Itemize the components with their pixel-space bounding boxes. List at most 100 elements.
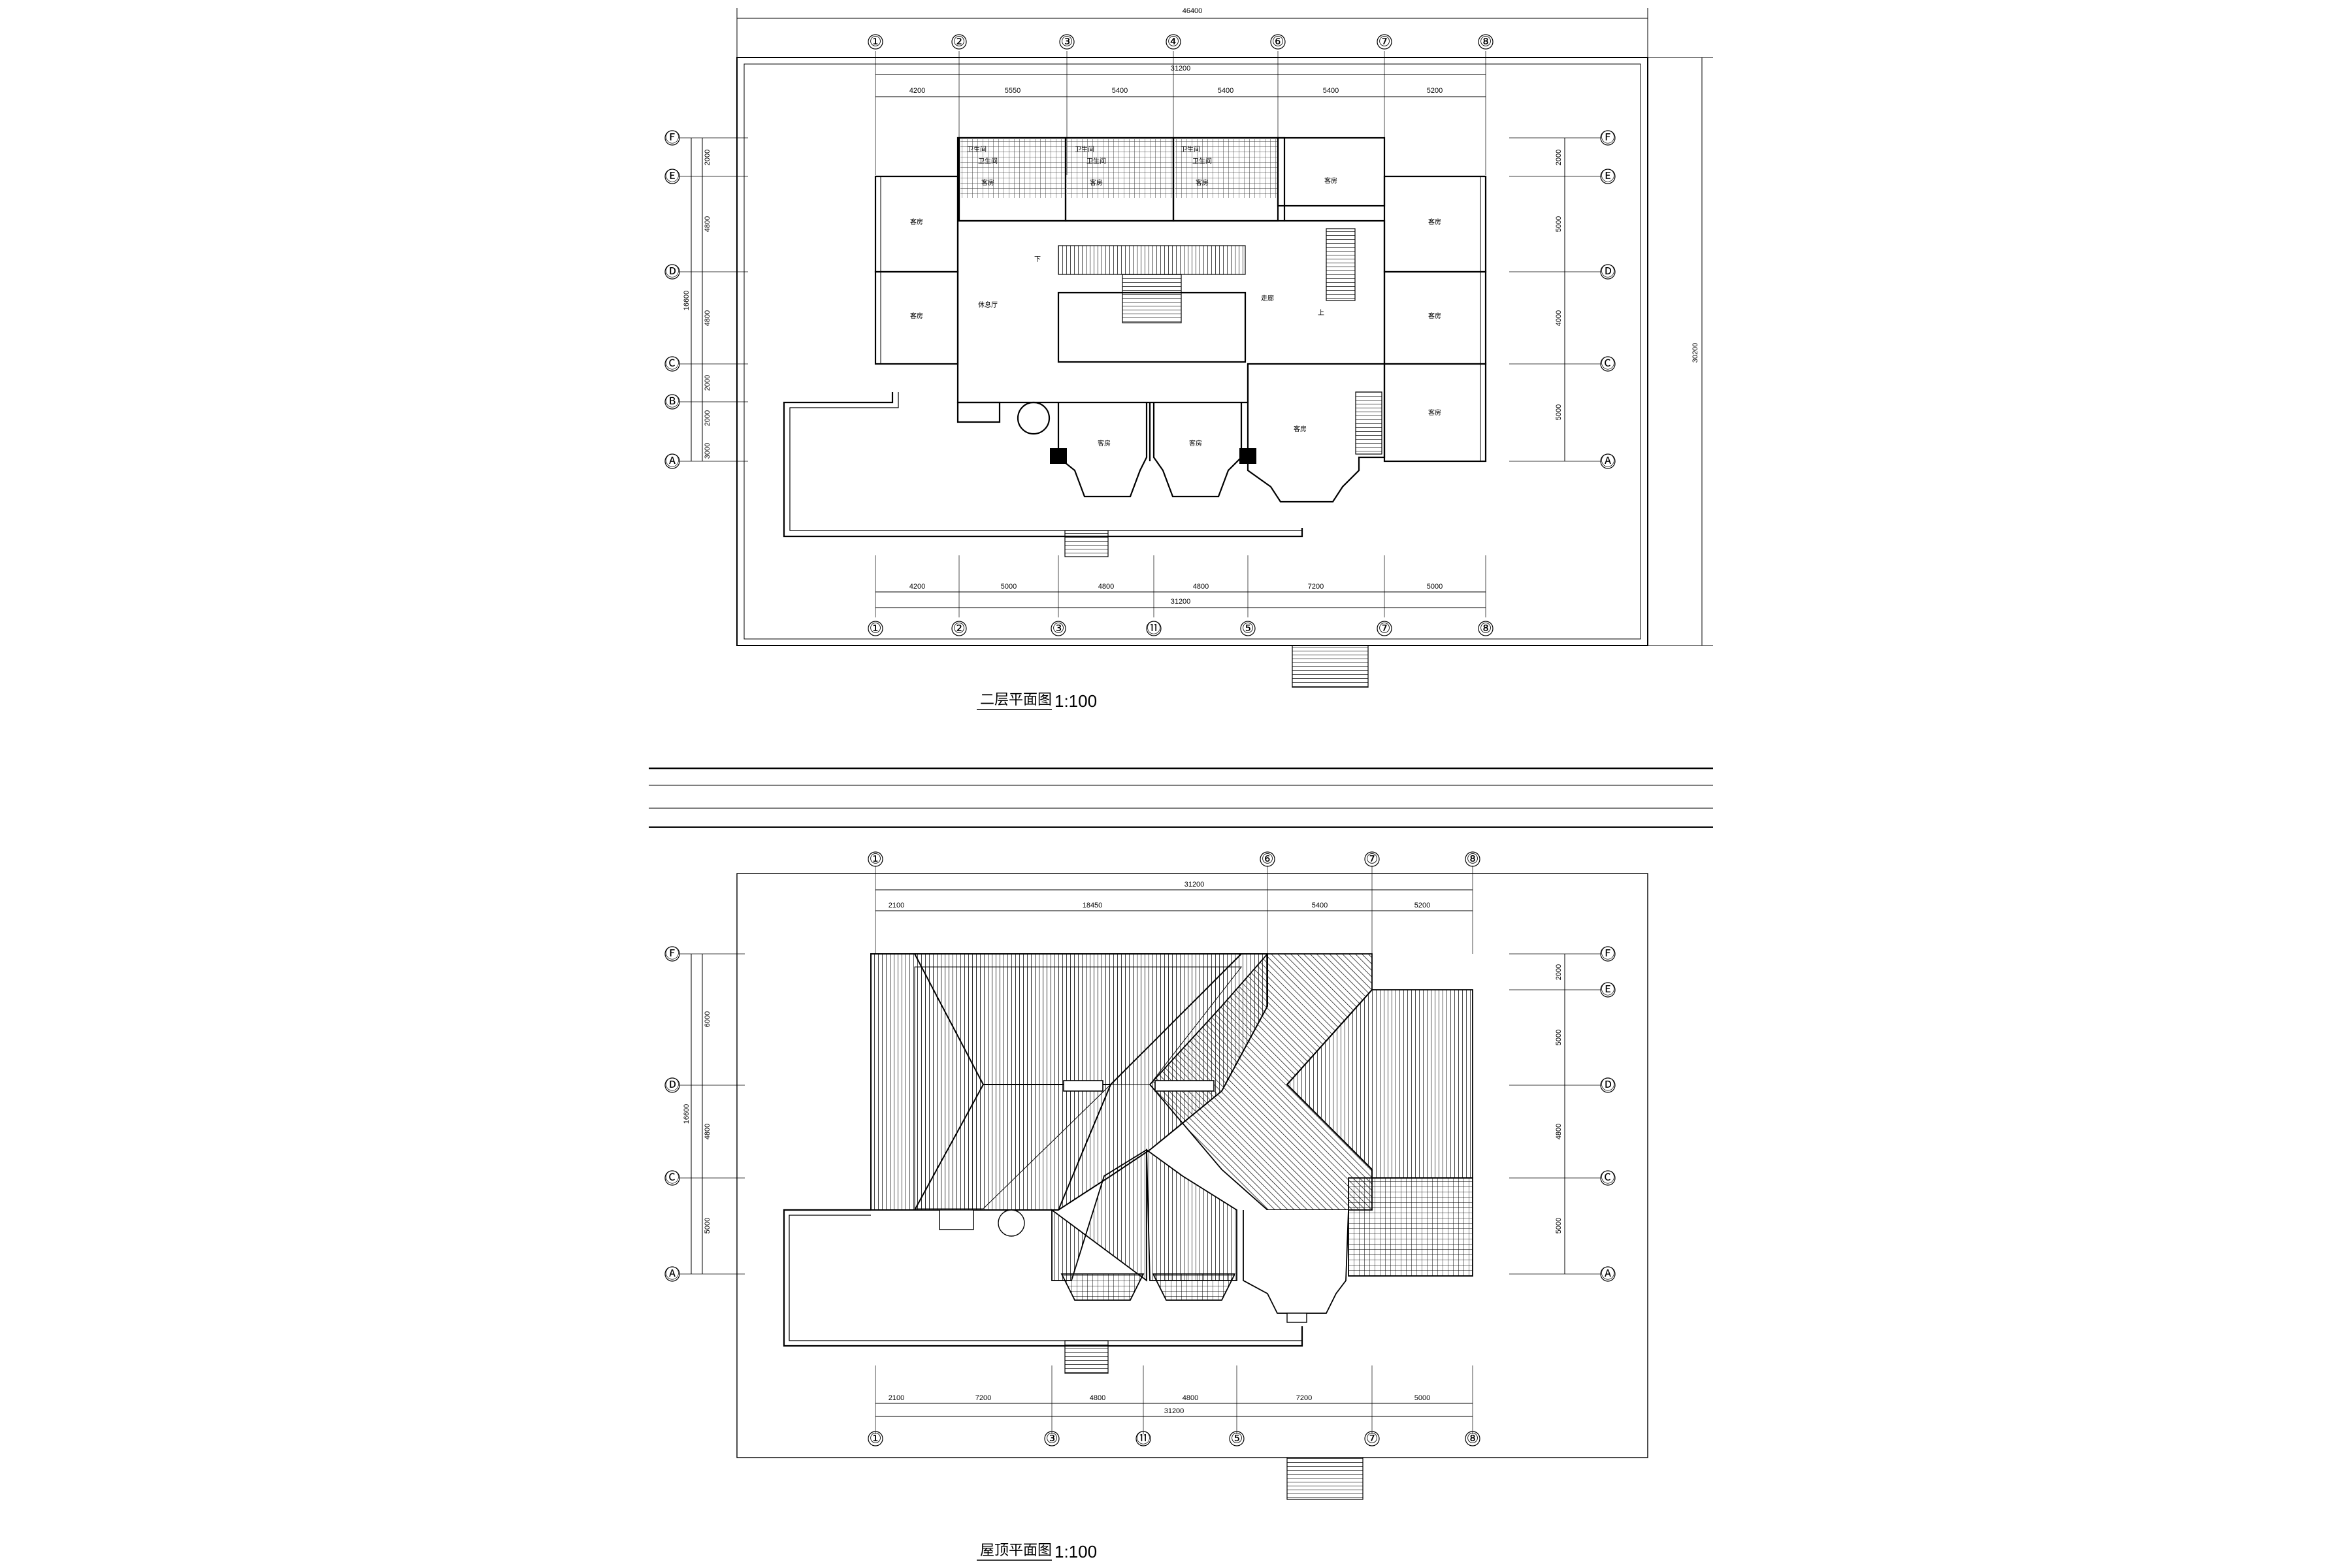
- top-dim-6: 5200: [1427, 87, 1443, 95]
- bottom-dim-2: 5000: [1001, 583, 1017, 591]
- plan2-title: 屋顶平面图: [980, 1542, 1052, 1558]
- roof-axis-top-1: ①: [870, 852, 882, 867]
- top-dim-3: 5400: [1112, 87, 1128, 95]
- right-dim-1: 2000: [1555, 150, 1563, 165]
- roof-top-dim-2: 18450: [1083, 902, 1103, 909]
- roof-axis-left-D: Ⓓ: [666, 1078, 679, 1093]
- roof-axis-top-4: ⑧: [1467, 852, 1479, 867]
- roof-bottom-total-dim: 31200: [1164, 1407, 1184, 1415]
- top-dim-2: 5550: [1005, 87, 1021, 95]
- roof-right-dim-4: 5000: [1555, 1218, 1563, 1233]
- roof-left-dim-2: 4800: [704, 1124, 711, 1139]
- axis-top-3: ③: [1061, 35, 1073, 50]
- roof-bottom-dim-6: 5000: [1414, 1394, 1430, 1402]
- room-label: 卫生间: [978, 157, 998, 165]
- axis-top-4: ④: [1168, 35, 1180, 50]
- axis-bubbles-left: Ⓕ Ⓔ Ⓓ Ⓒ Ⓑ Ⓐ: [664, 130, 680, 469]
- floor-plan-walls: [783, 137, 1487, 538]
- roof-axis-right-C: Ⓒ: [1601, 1171, 1615, 1186]
- axis-left-E: Ⓔ: [666, 169, 679, 184]
- bottom-total-dim: 31200: [1171, 598, 1191, 606]
- roof-axis-bubbles-left: Ⓕ Ⓓ Ⓒ Ⓐ: [664, 946, 680, 1282]
- roof-axis-left-F: Ⓕ: [666, 947, 679, 962]
- left-dim-5: 2000: [704, 410, 711, 426]
- roof-right-dim-3: 4800: [1555, 1124, 1563, 1139]
- left-dim-3: 4800: [704, 310, 711, 326]
- site-boundary-roof: [736, 873, 1648, 1458]
- overall-height-label: 30200: [1691, 343, 1699, 363]
- bottom-dim-1: 4200: [909, 583, 925, 591]
- roof-axis-bottom-6: ⑧: [1467, 1431, 1479, 1446]
- roof-left-dim-1: 6000: [704, 1011, 711, 1027]
- axis-bottom-6: ⑦: [1379, 621, 1391, 636]
- room-label: 卫生间: [967, 145, 987, 154]
- stair-mark: 上: [1318, 309, 1324, 317]
- left-total-dim: 16600: [683, 291, 691, 311]
- roof-terrace-outline: [783, 1209, 1303, 1347]
- bottom-dim-4: 4800: [1193, 583, 1209, 591]
- roof-axis-top-2: ⑥: [1262, 852, 1274, 867]
- roof-axis-left-C: Ⓒ: [666, 1171, 679, 1186]
- roof-axis-bottom-5: ⑦: [1366, 1431, 1379, 1446]
- axis-bubbles-right: Ⓕ Ⓔ Ⓓ Ⓒ Ⓐ: [1600, 130, 1616, 469]
- second-floor-plan: 46400 30200 3: [664, 7, 1713, 711]
- room-label: 客房: [1294, 425, 1307, 433]
- stair-right: [1326, 228, 1382, 455]
- room-label: 卫生间: [1192, 157, 1212, 165]
- roof-top-total-dim: 31200: [1184, 881, 1205, 889]
- axis-right-A: Ⓐ: [1601, 454, 1615, 469]
- roof-axis-right-F: Ⓕ: [1601, 947, 1615, 962]
- roof-bottom-dim-2: 7200: [975, 1394, 991, 1402]
- entrance-steps: [1064, 530, 1369, 688]
- roof-axis-bottom-2: ③: [1046, 1431, 1058, 1446]
- overall-height-dimension: 30200: [1648, 57, 1713, 646]
- room-label: 客房: [1324, 176, 1337, 185]
- left-dim-6: 3000: [704, 443, 711, 459]
- right-dimension-chain: 2000 5000 4000 5000: [1555, 138, 1565, 461]
- bottom-dimension-chain: 4200 5000 4800 4800 7200 5000 31200: [875, 583, 1486, 608]
- stair-main: [1058, 245, 1246, 323]
- room-label: 客房: [1428, 218, 1441, 226]
- roof-axis-bottom-4: ⑤: [1231, 1431, 1243, 1446]
- roof-bottom-dim-3: 4800: [1090, 1394, 1105, 1402]
- room-label: 客房: [910, 312, 923, 320]
- top-dim-5: 5400: [1323, 87, 1339, 95]
- left-dim-4: 2000: [704, 375, 711, 391]
- room-labels: 客房 客房 客房 客房 客房 客房 客房 客房 客房 客房 客房 客房 卫生间 …: [910, 145, 1441, 448]
- room-label: 客房: [1090, 178, 1103, 187]
- top-total-dim: 31200: [1171, 65, 1191, 73]
- room-label: 客房: [1189, 439, 1202, 448]
- roof-bottom-dim-4: 4800: [1183, 1394, 1198, 1402]
- axis-bottom-7: ⑧: [1480, 621, 1492, 636]
- room-label: 客房: [1428, 312, 1441, 320]
- axis-grid: [679, 51, 1601, 617]
- room-label: 客房: [1428, 408, 1441, 417]
- roof-bottom-dim-1: 2100: [889, 1394, 904, 1402]
- stair-mark: 下: [1034, 256, 1041, 263]
- roof-axis-top-3: ⑦: [1366, 852, 1379, 867]
- axis-left-A: Ⓐ: [666, 454, 679, 469]
- roof-axis-left-A: Ⓐ: [666, 1267, 679, 1282]
- roof-surfaces: [870, 953, 1473, 1323]
- bottom-dim-3: 4800: [1098, 583, 1114, 591]
- site-boundary: [736, 57, 1648, 646]
- axis-bottom-4: ⑪: [1147, 621, 1161, 636]
- roof-right-dim-2: 5000: [1555, 1030, 1563, 1045]
- title-block-lines: [649, 767, 1713, 828]
- axis-left-F: Ⓕ: [666, 131, 679, 146]
- roof-right-dimension-chain: 2000 5000 4800 5000: [1555, 954, 1565, 1274]
- roof-left-dimension-chain: 6000 4800 5000 16600: [683, 954, 711, 1274]
- bottom-dim-5: 7200: [1308, 583, 1324, 591]
- axis-bottom-2: ②: [953, 621, 966, 636]
- axis-left-B: Ⓑ: [666, 395, 679, 410]
- room-label: 卫生间: [1086, 157, 1106, 165]
- axis-right-C: Ⓒ: [1601, 357, 1615, 372]
- roof-axis-right-D: Ⓓ: [1601, 1078, 1615, 1093]
- left-dim-2: 4800: [704, 216, 711, 232]
- plan1-title: 二层平面图: [980, 691, 1052, 708]
- axis-right-D: Ⓓ: [1601, 265, 1615, 280]
- roof-axis-bottom-1: ①: [870, 1431, 882, 1446]
- top-dim-4: 5400: [1218, 87, 1233, 95]
- axis-left-D: Ⓓ: [666, 265, 679, 280]
